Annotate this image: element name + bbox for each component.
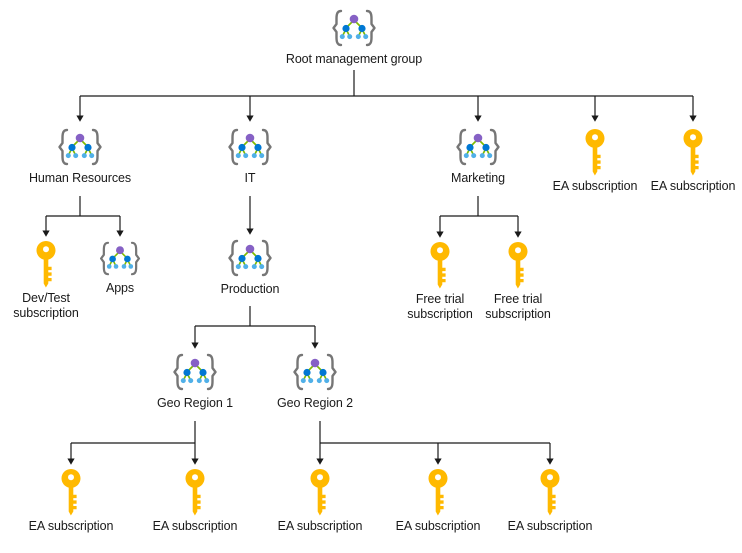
- node-ea-subscription-bottom-5[interactable]: EA subscription: [480, 468, 620, 534]
- subscription-key-icon: [34, 240, 58, 290]
- subscription-key-icon: [681, 128, 705, 178]
- management-group-icon: [328, 8, 380, 48]
- node-ea-subscription-top-1[interactable]: EA subscription: [525, 128, 665, 194]
- node-label: IT: [244, 171, 256, 185]
- management-group-icon: [224, 238, 276, 278]
- node-human-resources[interactable]: Human Resources: [10, 127, 150, 186]
- node-ea-subscription-top-2[interactable]: EA subscription: [623, 128, 742, 194]
- management-group-icon: [54, 127, 106, 167]
- node-label: Geo Region 1: [157, 396, 233, 410]
- node-ea-subscription-bottom-4[interactable]: EA subscription: [368, 468, 508, 534]
- management-group-icon: [169, 352, 221, 392]
- subscription-key-icon: [59, 468, 83, 518]
- management-group-icon: [452, 127, 504, 167]
- node-ea-subscription-bottom-1[interactable]: EA subscription: [1, 468, 141, 534]
- node-production[interactable]: Production: [180, 238, 320, 297]
- node-label: Marketing: [451, 171, 505, 185]
- subscription-key-icon: [506, 241, 530, 291]
- node-label: EA subscription: [152, 519, 238, 533]
- node-label: Geo Region 2: [277, 396, 353, 410]
- node-devtest-subscription[interactable]: Dev/Test subscription: [0, 240, 116, 321]
- subscription-key-icon: [538, 468, 562, 518]
- node-label: Apps: [105, 281, 135, 295]
- subscription-key-icon: [426, 468, 450, 518]
- node-label: EA subscription: [277, 519, 363, 533]
- node-label: Free trial subscription: [485, 292, 551, 321]
- subscription-key-icon: [428, 241, 452, 291]
- node-label: EA subscription: [28, 519, 114, 533]
- subscription-key-icon: [583, 128, 607, 178]
- node-label: Free trial subscription: [407, 292, 473, 321]
- node-ea-subscription-bottom-3[interactable]: EA subscription: [250, 468, 390, 534]
- subscription-key-icon: [308, 468, 332, 518]
- node-it[interactable]: IT: [180, 127, 320, 186]
- management-group-icon: [224, 127, 276, 167]
- node-ea-subscription-bottom-2[interactable]: EA subscription: [125, 468, 265, 534]
- node-label: Human Resources: [28, 171, 132, 185]
- management-group-icon: [289, 352, 341, 392]
- node-free-trial-subscription-1[interactable]: Free trial subscription: [370, 241, 510, 322]
- node-geo-region-2[interactable]: Geo Region 2: [245, 352, 385, 411]
- node-label: Root management group: [285, 52, 423, 66]
- node-label: EA subscription: [395, 519, 481, 533]
- node-label: EA subscription: [552, 179, 638, 193]
- node-root-management-group[interactable]: Root management group: [284, 8, 424, 67]
- node-label: Production: [220, 282, 280, 296]
- node-label: Dev/Test subscription: [13, 291, 79, 320]
- node-marketing[interactable]: Marketing: [408, 127, 548, 186]
- node-apps[interactable]: Apps: [50, 240, 190, 296]
- node-free-trial-subscription-2[interactable]: Free trial subscription: [448, 241, 588, 322]
- subscription-key-icon: [183, 468, 207, 518]
- node-geo-region-1[interactable]: Geo Region 1: [125, 352, 265, 411]
- node-label: EA subscription: [507, 519, 593, 533]
- node-label: EA subscription: [650, 179, 736, 193]
- management-group-icon: [96, 240, 144, 277]
